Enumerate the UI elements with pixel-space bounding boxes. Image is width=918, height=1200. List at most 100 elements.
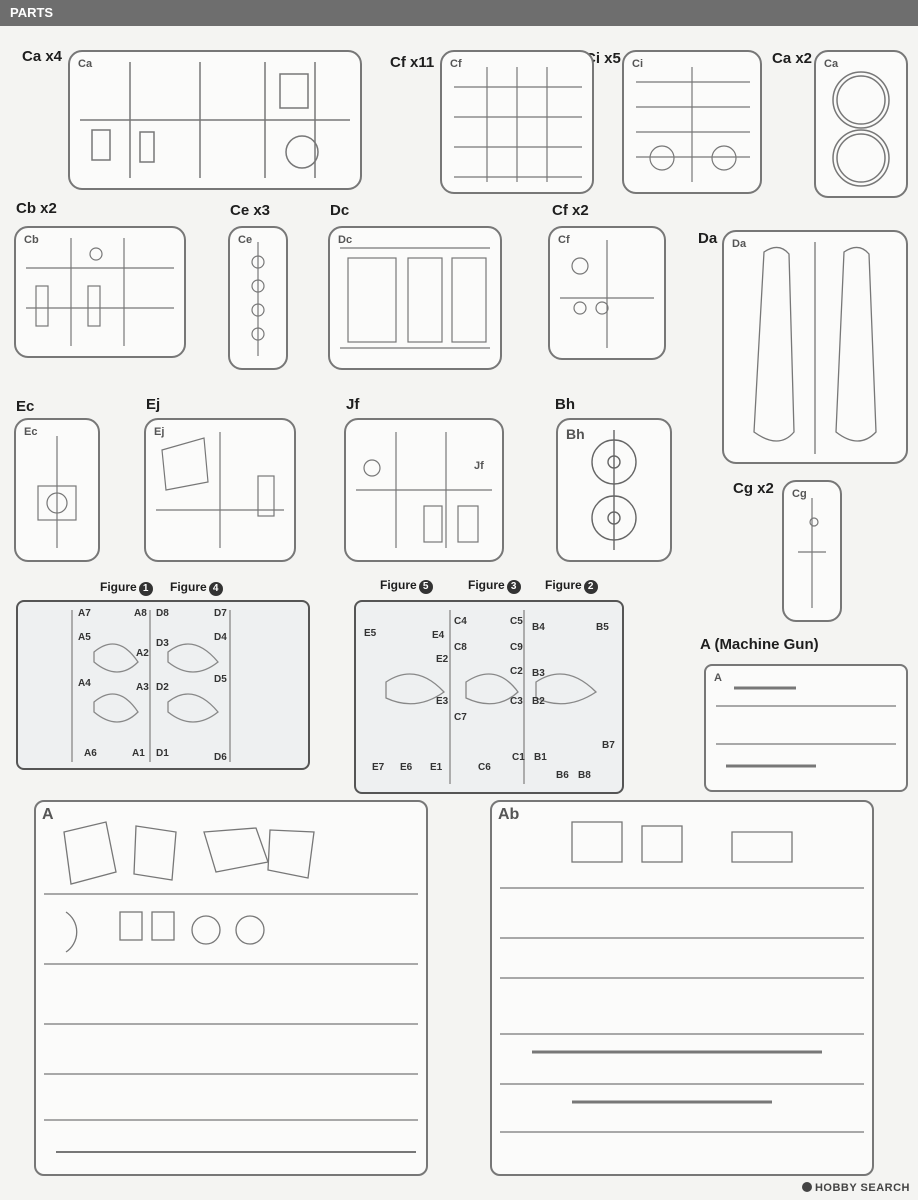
figure-part-label: C4: [454, 616, 467, 627]
sprue-label-ce3: Ce x3: [230, 202, 271, 219]
sprue-label-dc: Dc: [330, 202, 350, 219]
figure-part-label: B3: [532, 668, 545, 679]
sprue-bh-drawing: [591, 430, 637, 550]
hobby-search-logo-icon: [801, 1182, 812, 1192]
figure-parts-right-drawing: [385, 610, 598, 784]
sprue-ci-x5: Ci: [622, 50, 762, 194]
figure-part-label: C1: [512, 752, 525, 763]
figure-part-label: B1: [534, 752, 547, 763]
sprue-a-drawing: [44, 821, 418, 1153]
sprue-label-machine-gun: A (Machine Gun): [700, 636, 819, 653]
figure-part-label: E5: [364, 628, 377, 639]
figure-part-label: E4: [432, 630, 445, 641]
sprue-cg-x2-drawing: [798, 498, 826, 608]
figure-part-label: D6: [214, 752, 227, 763]
sprue-label-jf: Jf: [346, 396, 360, 413]
figure-part-label: E3: [436, 696, 449, 707]
figure-part-label: A1: [132, 748, 145, 759]
watermark: HOBBY SEARCH: [801, 1182, 910, 1194]
sprue-machine-gun: A: [704, 664, 908, 792]
sprue-cb-x2: Cb: [14, 226, 186, 358]
figure-part-label: A3: [136, 682, 149, 693]
figure-part-label: C9: [510, 642, 523, 653]
sprue-label-cf2: Cf x2: [552, 202, 589, 219]
figure-part-label: D8: [156, 608, 169, 619]
figure-part-label: D5: [214, 674, 227, 685]
sprue-label-ec: Ec: [16, 398, 35, 415]
figure-part-label: C3: [510, 696, 523, 707]
figure-part-label: C7: [454, 712, 467, 723]
sprue-ej: Ej: [144, 418, 296, 562]
sprue-machine-gun-drawing: [716, 686, 896, 768]
figure-part-label: C8: [454, 642, 467, 653]
sprue-ca-x2-drawing: [832, 71, 890, 187]
sprue-da-drawing: [753, 242, 877, 454]
sprue-cf-x11: Cf: [440, 50, 594, 194]
figure-part-label: B2: [532, 696, 545, 707]
sprue-cb-x2-drawing: [26, 238, 174, 346]
sprue-ab-drawing: [500, 821, 864, 1133]
sprue-cf-x2: Cf: [548, 226, 666, 360]
figure-part-label: A7: [78, 608, 91, 619]
sprue-ce-x3: Ce: [228, 226, 288, 370]
page-title: PARTS: [10, 5, 54, 20]
page-header: PARTS: [0, 0, 918, 26]
sprue-jf-drawing: [356, 432, 492, 548]
sprue-ca-x4-drawing: [80, 62, 350, 178]
sprue-dc-drawing: [340, 247, 490, 349]
sprue-ec-drawing: [37, 436, 77, 548]
sprue-ab: Ab: [490, 800, 874, 1176]
figure-part-label: B4: [532, 622, 545, 633]
figure-part-label: C2: [510, 666, 523, 677]
sprue-label-bh: Bh: [555, 396, 575, 413]
figure-part-label: E7: [372, 762, 385, 773]
sprue-ca-x2: Ca: [814, 50, 908, 198]
figure-part-label: D3: [156, 638, 169, 649]
sprue-ce-x3-drawing: [251, 242, 265, 356]
sprue-cf-x11-drawing: [454, 67, 582, 182]
figure-parts-left-drawing: [71, 610, 231, 762]
figure-part-label: C6: [478, 762, 491, 773]
figure-part-label: D2: [156, 682, 169, 693]
figure-part-label: D7: [214, 608, 227, 619]
figure-part-label: A8: [134, 608, 147, 619]
figure-part-label: A6: [84, 748, 97, 759]
figure-part-label: D4: [214, 632, 227, 643]
figure-part-label: A2: [136, 648, 149, 659]
sprue-label-cf11: Cf x11: [390, 54, 435, 71]
sprue-label-ca4: Ca x4: [22, 48, 63, 65]
figure-part-label: A4: [78, 678, 91, 689]
figure-part-label: B6: [556, 770, 569, 781]
sprue-ca-x4: Ca: [68, 50, 362, 190]
sprue-cg-x2: Cg: [782, 480, 842, 622]
sprue-label-da: Da: [698, 230, 718, 247]
sprue-ec: Ec: [14, 418, 100, 562]
sprue-label-ca2: Ca x2: [772, 50, 813, 67]
sprue-bh: Bh: [556, 418, 672, 562]
figure-part-label: D1: [156, 748, 169, 759]
figure-part-label: B8: [578, 770, 591, 781]
figure-part-label: C5: [510, 616, 523, 627]
figure-part-label: B7: [602, 740, 615, 751]
sprue-ci-x5-drawing: [636, 67, 750, 182]
figure-part-label: E1: [430, 762, 443, 773]
sprue-label-ej: Ej: [146, 396, 161, 413]
figure-part-label: B5: [596, 622, 609, 633]
sprue-da: Da: [722, 230, 908, 464]
sprue-jf: Jf: [344, 418, 504, 562]
sprue-a: A: [34, 800, 428, 1176]
sprue-label-cb2: Cb x2: [16, 200, 57, 217]
figure-part-label: E6: [400, 762, 413, 773]
sprue-dc: Dc: [328, 226, 502, 370]
sprue-cf-x2-drawing: [560, 240, 654, 348]
figure-part-label: A5: [78, 632, 91, 643]
sprue-label-cg2: Cg x2: [733, 480, 774, 497]
sprue-ej-drawing: [156, 432, 284, 548]
